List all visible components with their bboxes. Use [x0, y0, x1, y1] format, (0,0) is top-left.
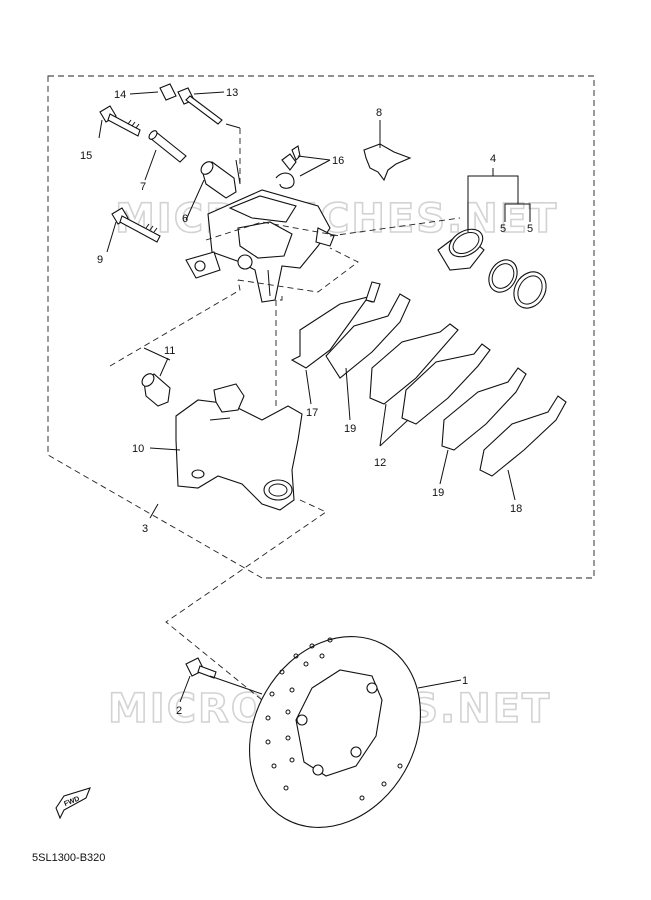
bleeder-16	[275, 145, 301, 189]
label-10: 10	[132, 443, 144, 455]
label-15: 15	[80, 150, 92, 162]
label-19b: 19	[432, 487, 444, 499]
shim-17	[290, 281, 381, 369]
brake-disc-1	[249, 636, 421, 828]
sleeve-6	[200, 161, 237, 199]
label-8: 8	[376, 107, 382, 119]
caliper-body	[185, 189, 335, 303]
label-3: 3	[142, 523, 148, 535]
bolt-9	[111, 207, 161, 243]
watermark-top: MICROFICHES.NET	[115, 196, 558, 242]
label-13: 13	[226, 87, 238, 99]
shim-18	[479, 395, 567, 477]
pad-12	[369, 323, 491, 425]
label-5a: 5	[500, 223, 506, 235]
label-11: 11	[164, 345, 175, 357]
assembly-boundary	[47, 75, 595, 579]
label-18: 18	[510, 503, 522, 515]
label-9: 9	[97, 254, 103, 266]
label-4: 4	[490, 153, 496, 165]
label-12: 12	[374, 457, 386, 469]
bolt-15	[99, 105, 141, 137]
piston-4	[437, 228, 485, 271]
disc-bolt-2	[185, 657, 217, 679]
seal-5b	[513, 271, 547, 309]
label-17: 17	[306, 407, 318, 419]
label-1: 1	[462, 675, 468, 687]
caliper-bracket-10	[175, 383, 303, 511]
cap-14	[159, 83, 177, 101]
explode-lines	[109, 128, 461, 701]
bleed-screw-13	[177, 87, 223, 125]
label-19a: 19	[344, 423, 356, 435]
leader-lines	[98, 91, 531, 703]
fwd-arrow-icon: FWD	[55, 787, 91, 820]
label-14: 14	[114, 89, 126, 101]
diagram-code: 5SL1300-B320	[32, 852, 106, 864]
label-7: 7	[140, 181, 146, 193]
label-6: 6	[182, 213, 188, 225]
pad-19b	[441, 367, 527, 451]
label-16: 16	[332, 155, 344, 167]
pad-spring-8	[363, 143, 412, 182]
label-2: 2	[176, 705, 182, 717]
pin-7	[148, 130, 187, 163]
pad-19a	[325, 293, 411, 379]
label-5b: 5	[527, 223, 533, 235]
seal-5a	[488, 259, 518, 293]
pin-11	[141, 373, 171, 407]
